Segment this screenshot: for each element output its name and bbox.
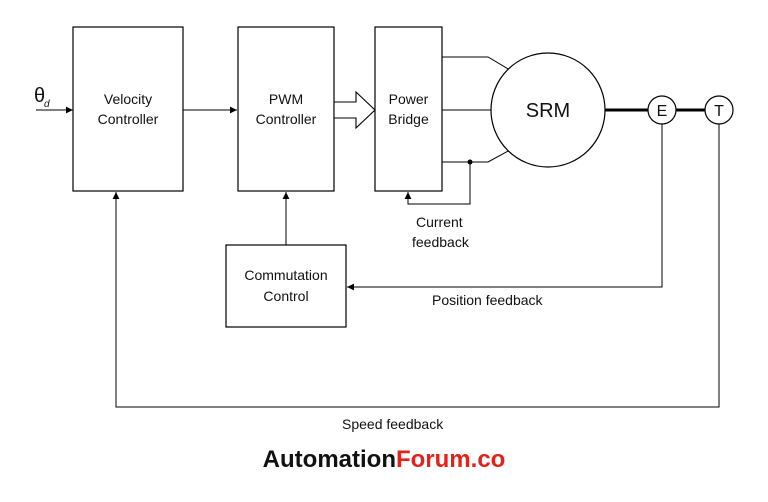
current-feedback-arrow xyxy=(404,162,471,205)
pwm-controller-label-1: PWM xyxy=(269,91,303,107)
pwm-to-bridge-hollow-arrow xyxy=(333,90,376,130)
current-feedback-label-2: feedback xyxy=(412,234,470,250)
position-feedback-label: Position feedback xyxy=(432,292,544,308)
srm-motor: SRM xyxy=(490,52,606,168)
power-bridge-box xyxy=(374,26,443,192)
position-feedback-arrow xyxy=(347,124,663,291)
tachometer-label: T xyxy=(714,103,724,120)
power-bridge-label-2: Bridge xyxy=(388,111,429,127)
position-feedback-loop: Position feedback xyxy=(347,124,663,308)
pwm-controller-label-2: Controller xyxy=(256,111,317,127)
brand-part-1: Automation xyxy=(262,446,396,473)
velocity-controller-label-1: Velocity xyxy=(104,91,152,107)
pwm-controller-block: PWM Controller xyxy=(237,26,335,192)
power-bridge-block: Power Bridge xyxy=(374,26,443,192)
commutation-control-label-1: Commutation xyxy=(244,267,327,283)
commutation-control-label-2: Control xyxy=(263,288,308,304)
input-subscript: d xyxy=(44,99,50,110)
encoder: E xyxy=(647,95,677,125)
tachometer: T xyxy=(704,95,734,125)
velocity-controller-label-2: Controller xyxy=(98,111,159,127)
current-feedback-loop: Current feedback xyxy=(404,159,473,250)
speed-feedback-loop: Speed feedback xyxy=(112,124,720,432)
srm-motor-label: SRM xyxy=(526,100,570,122)
velocity-controller-box xyxy=(72,26,184,192)
power-bridge-label-1: Power xyxy=(389,91,429,107)
pwm-controller-box xyxy=(237,26,335,192)
commutation-control-box xyxy=(225,244,347,328)
velocity-controller-block: Velocity Controller xyxy=(72,26,184,192)
phase-wires xyxy=(442,56,511,163)
encoder-label: E xyxy=(657,103,668,120)
input-theta-d: θ d xyxy=(34,85,73,114)
input-symbol: θ xyxy=(34,85,45,107)
brand-part-2: Forum.co xyxy=(395,446,506,473)
automationforum-watermark: AutomationForum.co xyxy=(0,446,768,474)
speed-feedback-arrow xyxy=(112,124,720,408)
commutation-control-block: Commutation Control xyxy=(225,244,347,328)
current-feedback-label-1: Current xyxy=(416,214,463,230)
speed-feedback-label: Speed feedback xyxy=(342,416,444,432)
